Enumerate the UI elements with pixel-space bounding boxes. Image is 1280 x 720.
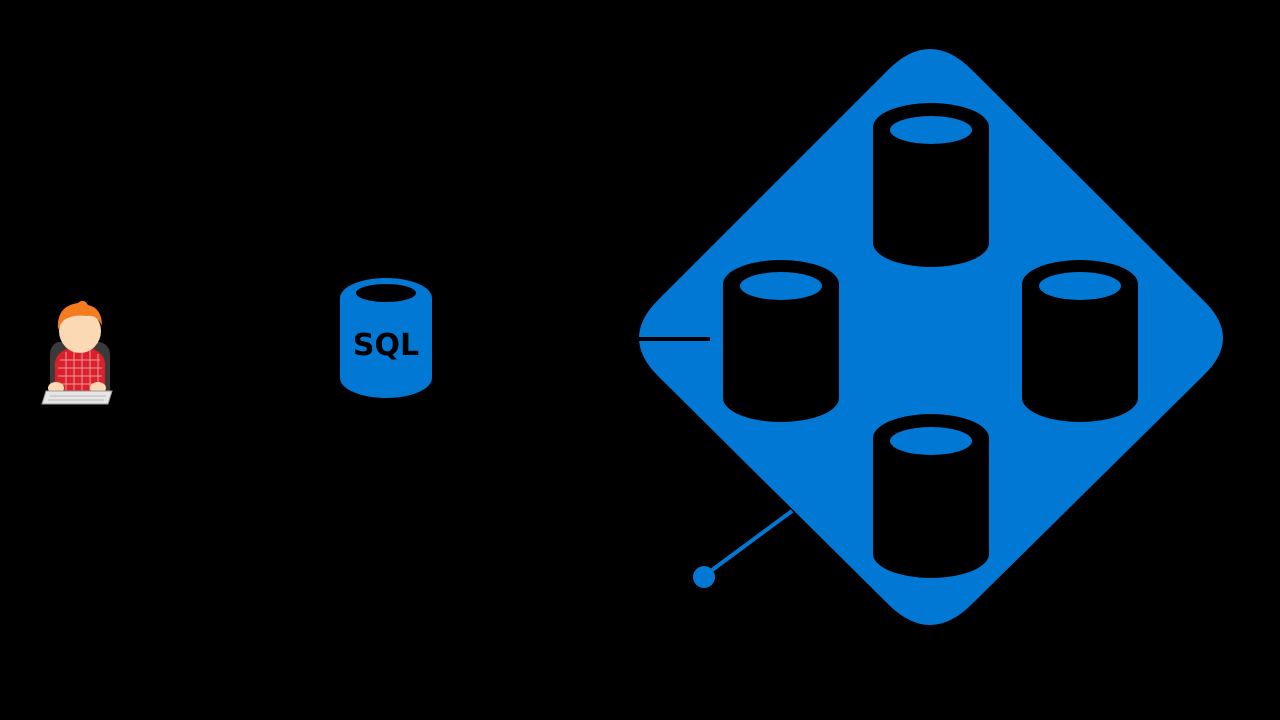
- user-at-keyboard-icon: [41, 300, 113, 405]
- user-shirt: [55, 346, 105, 392]
- elastic-pool-icon: [638, 49, 1223, 625]
- sql-database-top-opening: [356, 284, 416, 302]
- database-icon: [723, 260, 839, 422]
- keyboard: [41, 390, 113, 405]
- sql-database-label: SQL: [353, 328, 419, 363]
- callout-pointer: [693, 509, 794, 588]
- database-icon: [873, 414, 989, 578]
- sql-database-icon: SQL: [340, 278, 432, 398]
- database-icon: [873, 103, 989, 267]
- user-hair: [57, 300, 102, 330]
- user-head: [59, 309, 101, 353]
- database-icon: [1022, 260, 1138, 422]
- callout-dot: [693, 566, 715, 588]
- keyboard-keys: [48, 395, 106, 401]
- elastic-pool-diamond: [639, 49, 1223, 625]
